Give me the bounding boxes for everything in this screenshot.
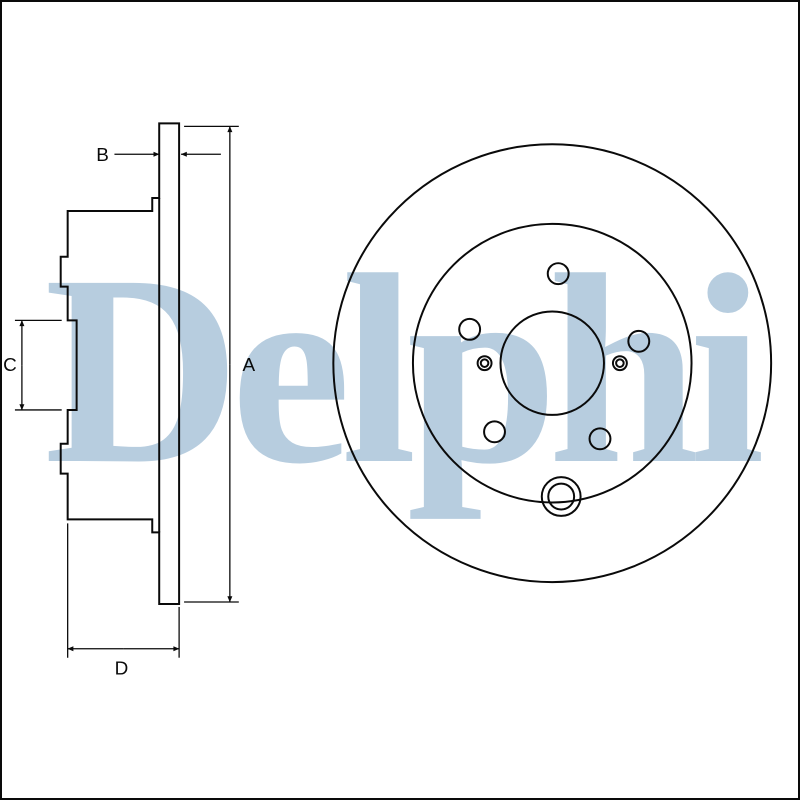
locating-hole-right-inner — [615, 358, 625, 368]
dimension-a: A — [184, 125, 255, 603]
center-bore-circle — [499, 310, 605, 416]
bolt-hole-upper-right — [627, 329, 651, 353]
locating-hole-right-outer — [611, 355, 628, 372]
dimension-label-c: C — [3, 355, 17, 376]
bolt-hole-upper-left — [458, 317, 482, 341]
bolt-hole-lower-right — [588, 427, 612, 451]
dimension-label-b: B — [96, 145, 109, 166]
dimension-c: C — [3, 319, 62, 411]
dimension-label-a: A — [242, 355, 255, 376]
locating-hole-left-outer — [476, 355, 493, 372]
disc-section-outline — [59, 122, 181, 605]
service-hole-inner — [547, 482, 576, 511]
service-hole-outer — [540, 476, 582, 517]
cross-section-view: B A C — [3, 122, 255, 680]
locating-hole-left-inner — [479, 358, 490, 368]
dimension-b: B — [96, 145, 221, 166]
friction-surface-inner-circle — [411, 222, 693, 504]
bolt-hole-lower-left — [483, 420, 506, 444]
dimension-label-d: D — [115, 659, 129, 680]
front-view — [332, 143, 773, 584]
disc-outer-edge-circle — [332, 143, 773, 584]
dimension-d: D — [67, 523, 180, 680]
bolt-hole-top — [546, 262, 570, 286]
